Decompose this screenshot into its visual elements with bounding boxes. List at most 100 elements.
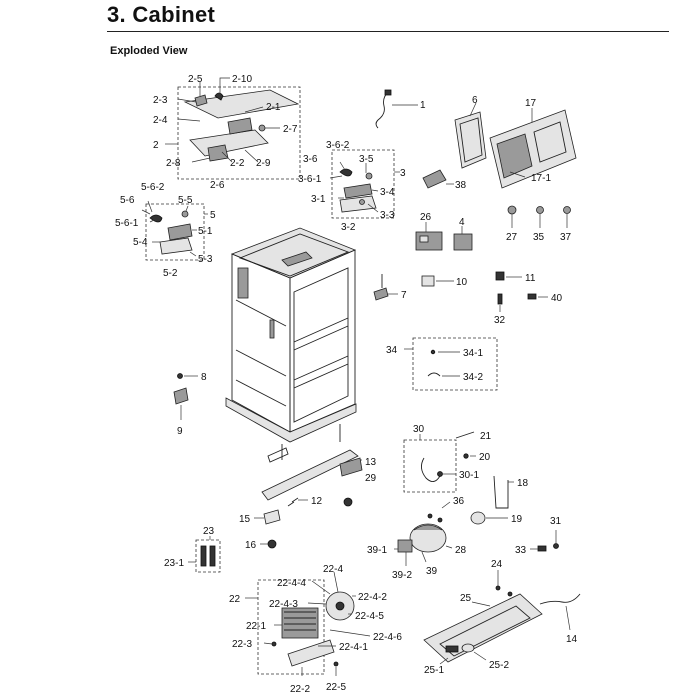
- callout-22-4-5: 22-4-5: [355, 611, 384, 622]
- callout-5-6-1: 5-6-1: [115, 218, 139, 229]
- callout-28: 28: [455, 545, 467, 556]
- top-cover-2-1: [183, 89, 300, 119]
- title-rule: [107, 31, 669, 32]
- front-rail-13: [261, 449, 359, 501]
- callout-30-1: 30-1: [459, 470, 479, 481]
- callout-3-5: 3-5: [359, 154, 374, 165]
- callout-2-8: 2-8: [166, 158, 181, 169]
- callout-2-3: 2-3: [153, 95, 168, 106]
- cap-27: [507, 205, 517, 215]
- part-20: [463, 453, 469, 459]
- cap-35: [536, 206, 544, 214]
- part-32: [497, 293, 503, 305]
- callout-39: 39: [426, 566, 438, 577]
- callout-26: 26: [420, 212, 432, 223]
- part-31: [553, 543, 559, 549]
- callout-5: 5: [210, 210, 216, 221]
- bracket-29: [339, 457, 363, 477]
- callout-32: 32: [494, 315, 506, 326]
- condenser-22-1: [281, 607, 319, 639]
- callout-19: 19: [511, 514, 523, 525]
- callout-38: 38: [455, 180, 467, 191]
- part-23-a: [200, 545, 207, 567]
- callout-25-2: 25-2: [489, 660, 509, 671]
- callout-2-9: 2-9: [256, 158, 271, 169]
- callout-3-2: 3-2: [341, 222, 356, 233]
- part-18: [493, 475, 509, 509]
- group-23-box: [195, 539, 221, 573]
- group-5-box: [145, 203, 205, 261]
- part-33: [537, 545, 547, 552]
- callout-3-3: 3-3: [380, 210, 395, 221]
- group-3-box: [331, 149, 395, 219]
- group-2-box: [177, 86, 301, 180]
- callout-2-5: 2-5: [188, 74, 203, 85]
- screw-22-3: [271, 641, 277, 647]
- part-23-b: [209, 545, 216, 567]
- callout-39-2: 39-2: [392, 570, 412, 581]
- part-2-7: [258, 124, 266, 132]
- callout-8: 8: [201, 372, 207, 383]
- callout-34-2: 34-2: [463, 372, 483, 383]
- callout-35: 35: [533, 232, 545, 243]
- callout-20: 20: [479, 452, 491, 463]
- screw-12: [287, 497, 299, 507]
- callout-12: 12: [311, 496, 323, 507]
- callout-5-6: 5-6: [120, 195, 135, 206]
- callout-22-4-2: 22-4-2: [358, 592, 387, 603]
- callout-25: 25: [460, 593, 472, 604]
- rail-bracket: [267, 447, 289, 463]
- callout-39-1: 39-1: [367, 545, 387, 556]
- main-cabinet: [225, 227, 357, 443]
- callout-29: 29: [365, 473, 377, 484]
- leveler-15: [263, 509, 281, 525]
- cover-2-2: [189, 129, 269, 157]
- callout-33: 33: [515, 545, 527, 556]
- callout-2-4: 2-4: [153, 115, 168, 126]
- callout-5-5: 5-5: [178, 195, 193, 206]
- callout-23: 23: [203, 526, 215, 537]
- group-30-box: [403, 439, 457, 493]
- screw-8: [177, 373, 183, 379]
- callout-5-1: 5-1: [198, 226, 213, 237]
- part-21: [455, 431, 475, 439]
- callout-5-4: 5-4: [133, 237, 148, 248]
- callout-27: 27: [506, 232, 518, 243]
- callout-22-4: 22-4: [323, 564, 343, 575]
- callout-37: 37: [560, 232, 572, 243]
- callout-22-4-4: 22-4-4: [277, 578, 306, 589]
- cap-37: [563, 206, 571, 214]
- callout-18: 18: [517, 478, 529, 489]
- callout-22-5: 22-5: [326, 682, 346, 693]
- callout-17: 17: [525, 98, 537, 109]
- part-19: [470, 511, 486, 525]
- part-2-8: [207, 144, 229, 162]
- callout-11: 11: [525, 273, 536, 284]
- group-22-box: [257, 579, 325, 675]
- part-5-5: [181, 210, 189, 218]
- callout-3: 3: [400, 168, 406, 179]
- section-subtitle: Exploded View: [110, 45, 188, 57]
- part-9: [173, 387, 189, 405]
- part-34-1: [430, 349, 436, 355]
- callout-14: 14: [566, 634, 578, 645]
- callout-34-1: 34-1: [463, 348, 483, 359]
- callout-22-2: 22-2: [290, 684, 310, 695]
- callout-22-4-3: 22-4-3: [269, 599, 298, 610]
- callout-24: 24: [491, 559, 503, 570]
- callout-3-6-1: 3-6-1: [298, 174, 322, 185]
- callout-2-1: 2-1: [266, 102, 281, 113]
- foot-16: [267, 539, 277, 549]
- part-25-1: [445, 645, 459, 653]
- part-3-5: [365, 172, 373, 180]
- callout-5-2: 5-2: [163, 268, 178, 279]
- part-5-1: [167, 223, 193, 241]
- callout-6: 6: [472, 95, 478, 106]
- callout-3-6: 3-6: [303, 154, 318, 165]
- callout-2-2: 2-2: [230, 158, 245, 169]
- compressor-28: [409, 523, 447, 553]
- cover-10: [421, 275, 435, 287]
- callout-15: 15: [239, 514, 251, 525]
- callout-5-3: 5-3: [198, 254, 213, 265]
- part-3-6: [339, 168, 353, 177]
